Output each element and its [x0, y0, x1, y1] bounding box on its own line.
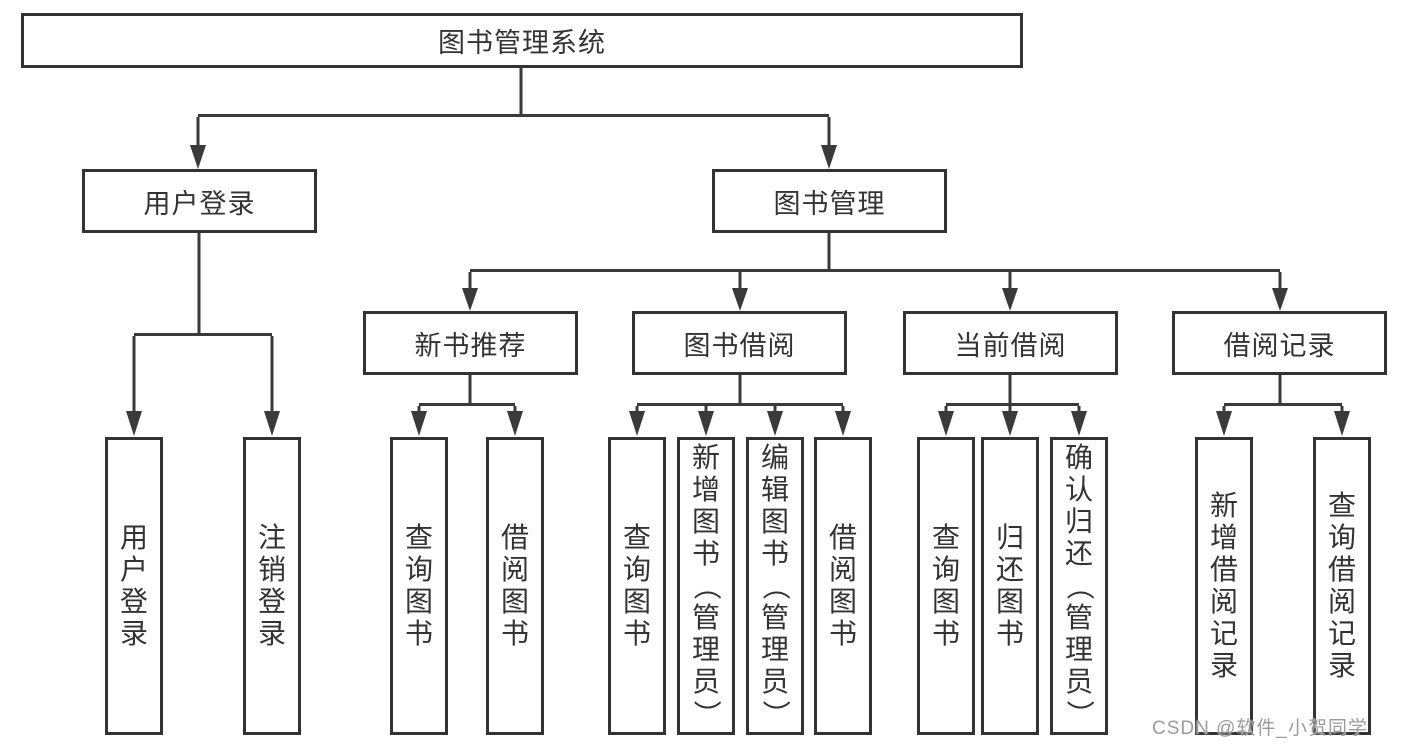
leaf-query-books-current: 查询图书 [917, 437, 975, 735]
leaf-edit-book-admin: 编辑图书（管理员） [746, 437, 804, 735]
leaf-borrow-books-recommend: 借阅图书 [486, 437, 544, 735]
node-root-system-label: 图书管理系统 [438, 28, 606, 58]
leaf-query-books-recommend: 查询图书 [390, 437, 448, 735]
node-book-management: 图书管理 [712, 169, 947, 233]
node-book-borrowing: 图书借阅 [632, 311, 847, 375]
node-current-borrowing: 当前借阅 [903, 311, 1118, 375]
node-root-system: 图书管理系统 [21, 13, 1023, 68]
leaf-confirm-return-admin: 确认归还（管理员） [1050, 437, 1108, 735]
node-current-borrowing-label: 当前借阅 [954, 330, 1067, 361]
node-book-management-label: 图书管理 [773, 188, 886, 219]
node-user-login-label: 用户登录 [143, 188, 256, 219]
node-book-borrowing-label: 图书借阅 [683, 330, 796, 361]
node-borrowing-records-label: 借阅记录 [1223, 330, 1336, 361]
leaf-return-book: 归还图书 [981, 437, 1039, 735]
node-new-book-recommend: 新书推荐 [363, 311, 578, 375]
node-borrowing-records: 借阅记录 [1172, 311, 1387, 375]
leaf-add-book-admin: 新增图书（管理员） [677, 437, 735, 735]
csdn-watermark: CSDN @软件_小贺同学 [1152, 718, 1368, 739]
node-user-login: 用户登录 [82, 169, 317, 233]
leaf-user-login: 用户登录 [105, 437, 163, 735]
node-new-book-recommend-label: 新书推荐 [414, 330, 527, 361]
leaf-logout: 注销登录 [243, 437, 301, 735]
leaf-query-books-borrowing: 查询图书 [608, 437, 666, 735]
leaf-borrow-books-borrowing: 借阅图书 [814, 437, 872, 735]
leaf-add-borrow-record: 新增借阅记录 [1195, 437, 1253, 735]
leaf-query-borrow-record: 查询借阅记录 [1313, 437, 1371, 735]
